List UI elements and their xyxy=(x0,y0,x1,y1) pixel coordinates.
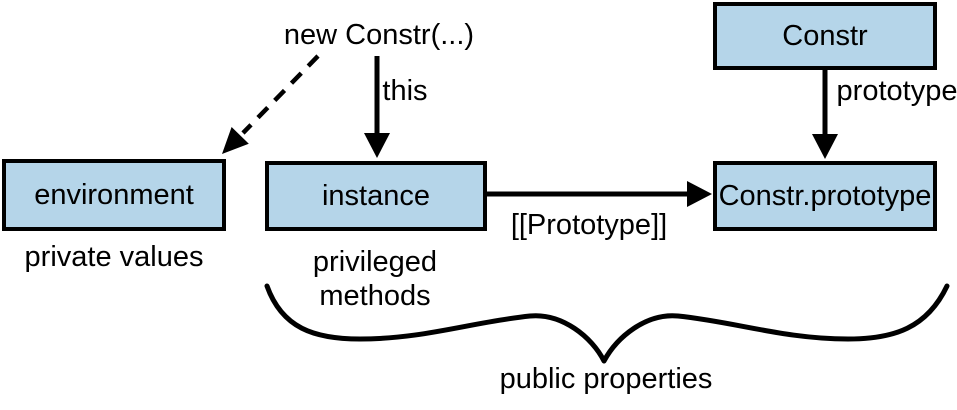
privileged-methods-line1: privileged xyxy=(312,246,438,278)
privileged-methods-line2: methods xyxy=(319,280,431,312)
constr-prototype-box: Constr.prototype xyxy=(713,161,937,231)
environment-box-label: environment xyxy=(34,178,194,211)
prototype-edge-label: prototype xyxy=(836,75,957,107)
public-properties-label: public properties xyxy=(499,363,713,395)
constr-prototype-box-label: Constr.prototype xyxy=(718,179,932,212)
prototype-arrow xyxy=(812,70,838,159)
new-constr-dashed-arrow xyxy=(222,54,320,154)
prototype-link-arrow xyxy=(487,181,712,207)
constr-box: Constr xyxy=(713,2,937,70)
private-values-label: private values xyxy=(24,241,204,273)
instance-box-label: instance xyxy=(321,179,430,212)
environment-box: environment xyxy=(2,159,226,231)
new-constr-call-label: new Constr(...) xyxy=(283,19,475,51)
privileged-methods-label: privileged methods xyxy=(313,245,437,313)
internal-prototype-edge-label: [[Prototype]] xyxy=(510,209,668,241)
this-edge-label: this xyxy=(382,75,428,107)
public-properties-brace xyxy=(264,283,950,364)
constr-box-label: Constr xyxy=(782,19,868,52)
instance-box: instance xyxy=(265,161,487,231)
this-arrow xyxy=(364,56,390,158)
